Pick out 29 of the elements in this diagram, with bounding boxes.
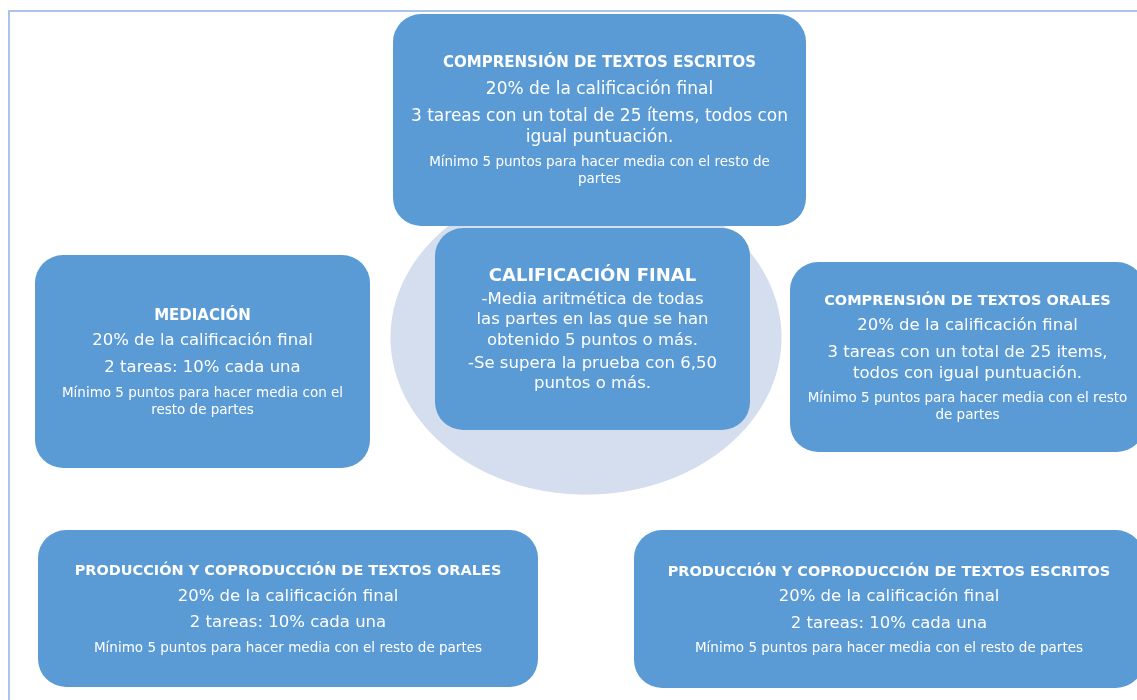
box-text: 20% de la calificación final <box>177 585 399 607</box>
rounded-box <box>393 14 806 226</box>
box-text: -Media aritmética de todas las partes en las que se han obtenido 5 puntos o más. <box>475 288 710 351</box>
rounded-box <box>435 228 750 430</box>
box-text: 3 tareas con un total de 25 ítems, todos con igual puntuación. <box>410 104 789 148</box>
box-text: 20% de la calificación final <box>778 586 1000 607</box>
box-heading: MEDIACIÓN <box>154 305 251 325</box>
rounded-box <box>38 530 538 687</box>
box-text: 2 tareas: 10% cada una <box>790 612 988 634</box>
box-text: Mínimo 5 puntos para hacer media con el resto de partes <box>806 389 1129 423</box>
rounded-box <box>634 530 1137 688</box>
box-heading: PRODUCCIÓN Y COPRODUCCIÓN DE TEXTOS ESCRITOS <box>667 561 1111 580</box>
box-text: Mínimo 5 puntos para hacer media con el resto de partes <box>428 153 771 188</box>
box-text: 2 tareas: 10% cada una <box>189 612 387 633</box>
box-heading: COMPRENSIÓN DE TEXTOS ESCRITOS <box>443 52 756 72</box>
box-text: -Se supera la prueba con 6,50 puntos o más. <box>467 352 718 394</box>
box-text: Mínimo 5 puntos para hacer media con el resto de partes <box>60 383 345 418</box>
box-heading: CALIFICACIÓN FINAL <box>488 264 697 287</box>
box-heading: PRODUCCIÓN Y COPRODUCCIÓN DE TEXTOS ORALES <box>74 561 502 580</box>
box-text: 3 tareas con un total de 25 items, todos con igual puntuación. <box>826 341 1109 384</box>
box-text: Mínimo 5 puntos para hacer media con el resto de partes <box>694 639 1083 657</box>
rounded-box <box>35 255 370 468</box>
box-text: 20% de la calificación final <box>92 330 313 351</box>
box-heading: COMPRENSIÓN DE TEXTOS ORALES <box>824 291 1111 310</box>
box-text: 20% de la calificación final <box>485 77 714 99</box>
rounded-box <box>790 262 1137 452</box>
box-text: 2 tareas: 10% cada una <box>104 357 301 378</box>
box-text: 20% de la calificación final <box>857 315 1078 336</box>
box-text: Mínimo 5 puntos para hacer media con el resto de partes <box>93 638 482 656</box>
